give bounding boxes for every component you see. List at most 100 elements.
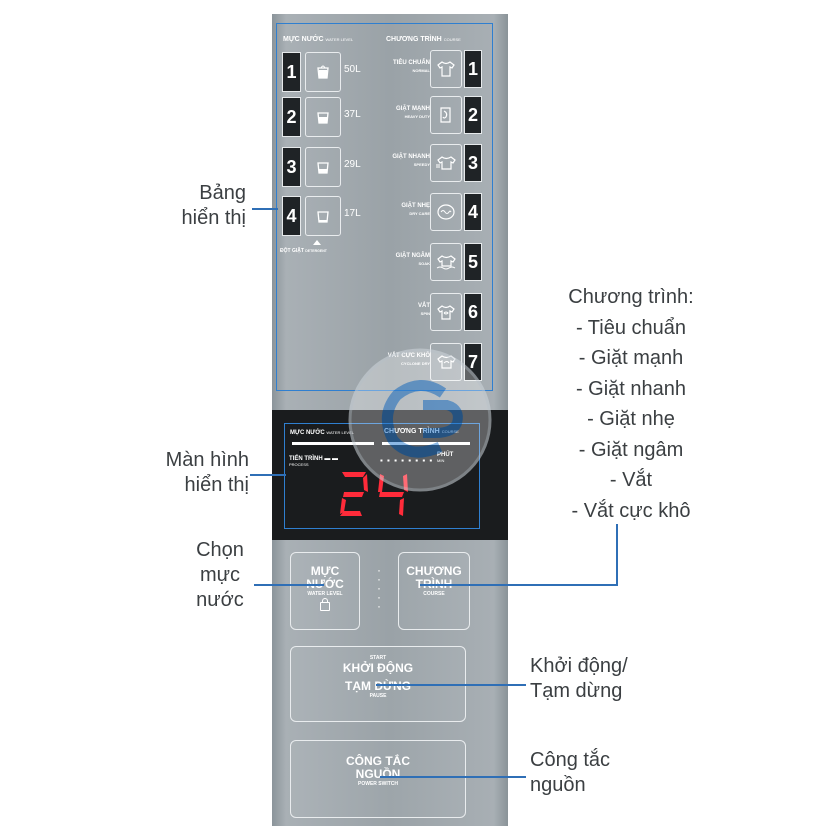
annotation-line-text: - Vắt cực khô xyxy=(571,499,691,522)
course-button[interactable]: CHƯƠNG TRÌNH COURSE xyxy=(398,552,470,630)
display-water-level-sub: WATER LEVEL xyxy=(326,430,354,435)
course-number: 4 xyxy=(464,193,482,231)
water-level-button-sub: WATER LEVEL xyxy=(307,591,343,597)
water-level-label: 29L xyxy=(344,159,361,170)
annotation-line-water-level xyxy=(254,584,324,586)
course-number: 3 xyxy=(464,144,482,182)
course-number: 1 xyxy=(464,50,482,88)
course-label-text: GIẶT MẠNH xyxy=(396,106,430,112)
annotation-line-programs-vertical xyxy=(616,524,618,585)
annotation-line-text: Công tắc xyxy=(530,749,611,771)
course-row-5: GIẶT NGÂM SOAK 5 xyxy=(372,243,482,283)
course-indicator-bar xyxy=(382,442,470,445)
annotation-line-text: mực xyxy=(199,564,241,586)
annotation-line-text: - Tiêu chuẩn xyxy=(575,316,687,339)
annotation-line-text: Màn hình xyxy=(165,449,249,471)
display-water-level-text: MỰC NƯỚC xyxy=(290,430,325,436)
annotation-line-text: Chương trình: xyxy=(568,286,694,308)
water-level-label: 37L xyxy=(344,109,361,120)
water-level-button-label: MỰC NƯỚC xyxy=(306,564,344,591)
course-label-text: TIÊU CHUẨN xyxy=(393,60,430,66)
start-main-label: KHỞI ĐỘNG xyxy=(342,661,414,675)
progress-dots: ▪ ▪ ▪ ▪ ▪ ▪ ▪ ▪ xyxy=(380,456,433,465)
course-label: GIẶT NHẸ DRY CARE xyxy=(401,203,430,217)
course-label-sub: SPEEDY xyxy=(413,162,430,167)
display-course-text: CHƯƠNG TRÌNH xyxy=(384,428,440,435)
minutes-label: PHÚTMIN xyxy=(437,452,453,464)
course-label-sub: SPIN xyxy=(420,311,430,316)
annotation-line-text: Tạm dừng xyxy=(530,680,623,702)
pause-main-label: TẠM DỪNG xyxy=(345,679,411,693)
power-switch-button[interactable]: CÔNG TẮC NGUỒN POWER SWITCH xyxy=(290,740,466,818)
shirt-icon xyxy=(430,50,462,88)
annotation-power-switch: Công tắc nguồn xyxy=(530,748,610,798)
digit-two xyxy=(340,472,368,516)
course-label-sub: SOAK xyxy=(418,261,430,266)
hand-wash-icon xyxy=(430,96,462,134)
bucket-half-icon xyxy=(305,147,341,187)
course-label: GIẶT MẠNH HEAVY DUTY xyxy=(396,106,430,120)
course-label-sub: DRY CARE xyxy=(409,211,430,216)
speedy-shirt-icon xyxy=(430,144,462,182)
water-level-header-sub: WATER LEVEL xyxy=(325,37,354,42)
pause-label: PAUSE xyxy=(369,693,387,699)
course-label-text: VẮT CỰC KHÔ xyxy=(388,353,430,359)
course-label: GIẶT NGÂM SOAK xyxy=(396,253,430,267)
course-label-text: GIẶT NHẸ xyxy=(401,203,430,209)
course-button-sub: COURSE xyxy=(423,591,445,597)
annotation-line-power xyxy=(380,776,526,778)
water-level-number: 4 xyxy=(282,196,301,236)
annotation-programs: Chương trình: - Tiêu chuẩn - Giặt mạnh -… xyxy=(548,282,714,526)
detergent-label-text: ĐỘT GIẶT xyxy=(280,248,304,254)
course-label-sub: HEAVY DUTY xyxy=(404,114,430,119)
annotation-line-board xyxy=(252,208,278,210)
course-label-text: VẮT xyxy=(418,303,430,309)
annotation-line-text: Khởi động/ xyxy=(530,655,628,677)
annotation-display-screen: Màn hình hiển thị xyxy=(141,448,249,498)
bucket-full-icon xyxy=(305,52,341,92)
course-number: 2 xyxy=(464,96,482,134)
course-label: TIÊU CHUẨN NORMAL xyxy=(393,60,430,74)
water-level-number: 3 xyxy=(282,147,301,187)
annotation-line-text: hiển thị xyxy=(181,207,247,229)
display-screen-frame xyxy=(284,423,480,529)
vertical-dots-divider: ····· xyxy=(377,563,381,613)
annotation-line-text: - Giặt nhanh xyxy=(575,377,687,400)
annotation-line-text: - Vắt xyxy=(609,469,653,491)
bucket-low-icon xyxy=(305,196,341,236)
gentle-care-icon xyxy=(430,193,462,231)
annotation-line-text: Chọn xyxy=(196,539,244,561)
water-level-label: 50L xyxy=(344,64,361,75)
water-level-label: 17L xyxy=(344,208,361,219)
course-header-sub: COURSE xyxy=(443,37,461,42)
display-water-level-label: MỰC NƯỚC WATER LEVEL xyxy=(290,430,354,436)
lock-icon xyxy=(320,598,330,611)
progress-label-sub: PROCESS xyxy=(289,462,309,467)
annotation-line-text: nước xyxy=(196,589,244,611)
annotation-display-board: Bảng hiển thị xyxy=(164,181,247,231)
water-level-button[interactable]: MỰC NƯỚC WATER LEVEL xyxy=(290,552,360,630)
course-row-4: GIẶT NHẸ DRY CARE 4 xyxy=(372,193,482,233)
water-level-number: 1 xyxy=(282,52,301,92)
spin-icon xyxy=(430,293,462,331)
course-button-label: CHƯƠNG TRÌNH xyxy=(406,564,462,591)
display-board-frame xyxy=(276,23,493,391)
annotation-choose-water-level: Chọn mực nước xyxy=(180,538,260,613)
course-header-label: CHƯƠNG TRÌNH xyxy=(386,36,442,43)
annotation-line-text: hiển thị xyxy=(184,474,250,496)
course-label: VẮT SPIN xyxy=(418,303,430,317)
detergent-label: ĐỘT GIẶT DETERGENT xyxy=(280,248,327,254)
water-level-header-label: MỰC NƯỚC xyxy=(283,36,324,43)
annotation-line-text: - Giặt mạnh xyxy=(578,347,684,369)
course-label-text: GIẶT NGÂM xyxy=(395,253,430,259)
course-label-sub: NORMAL xyxy=(412,68,430,73)
course-number: 5 xyxy=(464,243,482,281)
annotation-line-text: - Giặt ngâm xyxy=(578,438,684,461)
water-level-indicator-bar xyxy=(292,442,374,445)
course-row-2: GIẶT MẠNH HEAVY DUTY 2 xyxy=(372,96,482,136)
